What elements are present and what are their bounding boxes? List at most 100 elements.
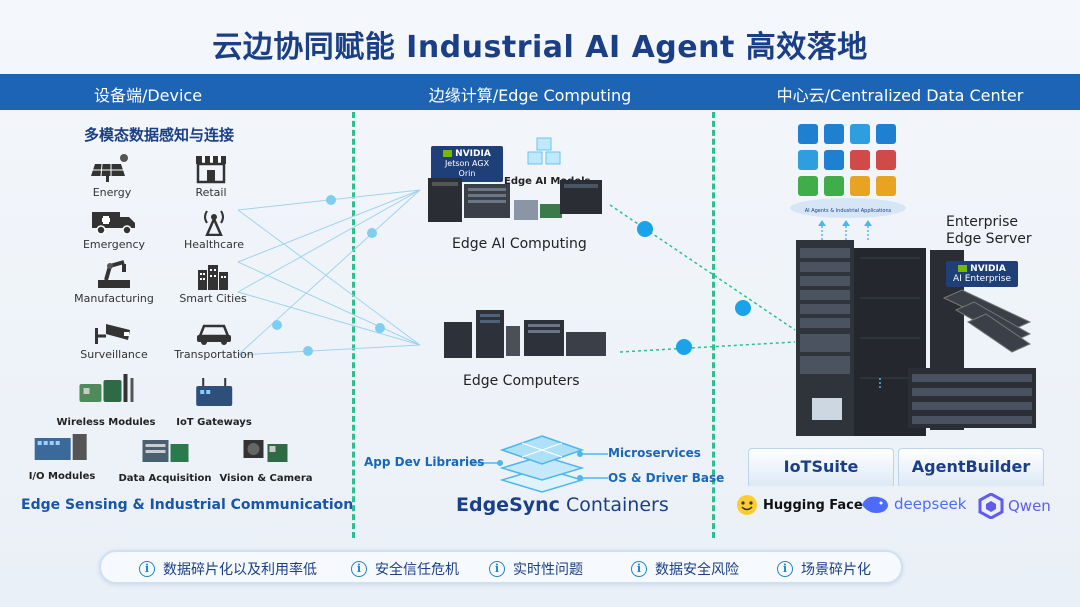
column-header-band: 设备端/Device 边缘计算/Edge Computing 中心云/Centr… xyxy=(0,74,1080,110)
tab-agentbuilder[interactable]: AgentBuilder xyxy=(898,448,1044,486)
category-label: Transportation xyxy=(174,348,254,361)
edgesync-containers-title: EdgeSync Containers xyxy=(456,494,669,516)
issue-item: i 安全信任危机 xyxy=(351,559,459,579)
column-header-edge: 边缘计算/Edge Computing xyxy=(428,86,632,105)
edgesync-brand: EdgeSync xyxy=(456,494,560,516)
cctv-camera-icon xyxy=(95,324,130,344)
edge-computers-label: Edge Computers xyxy=(463,373,580,389)
logo-label: Hugging Face xyxy=(763,497,863,513)
signal-tower-icon xyxy=(204,210,224,236)
qwen-icon xyxy=(978,493,1004,519)
category-manufacturing: Manufacturing xyxy=(64,256,164,305)
logo-hugging-face: Hugging Face xyxy=(735,493,863,517)
category-label: Retail xyxy=(195,186,227,199)
hardware-label: Vision & Camera xyxy=(219,473,313,484)
info-icon: i xyxy=(489,561,505,577)
enterprise-line2: Edge Server xyxy=(946,231,1032,247)
nvidia-jetson-badge: NVIDIA Jetson AGX Orin xyxy=(431,146,503,182)
issue-text: 场景碎片化 xyxy=(801,562,871,578)
edge-ai-hardware-illustration xyxy=(428,178,602,222)
hardware-wireless-modules: Wireless Modules xyxy=(56,374,156,428)
enterprise-edge-server-label: Enterprise Edge Server xyxy=(946,214,1032,248)
category-surveillance: Surveillance xyxy=(64,318,164,361)
category-label: Emergency xyxy=(82,238,146,251)
edge-ai-computing-label: Edge AI Computing xyxy=(452,236,587,252)
category-label: Smart Cities xyxy=(179,292,247,305)
category-label: Healthcare xyxy=(184,238,244,251)
iot-gateway-icon xyxy=(196,378,232,406)
wireless-module-icon xyxy=(79,374,133,402)
car-icon xyxy=(197,324,231,345)
issue-text: 实时性问题 xyxy=(513,562,583,578)
app-dev-libraries-label: App Dev Libraries xyxy=(364,455,485,469)
column-header-cloud: 中心云/Centralized Data Center xyxy=(776,86,1024,105)
badge-product: Jetson AGX Orin xyxy=(444,159,490,178)
issue-item: i 数据碎片化以及利用率低 xyxy=(139,559,317,579)
microservices-label: Microservices xyxy=(608,446,701,460)
info-icon: i xyxy=(777,561,793,577)
hardware-iot-gateways: IoT Gateways xyxy=(176,378,252,428)
tab-iotsuite[interactable]: IoTSuite xyxy=(748,448,894,486)
os-driver-label: OS & Driver Base xyxy=(608,471,725,485)
nvidia-logo-text: NVIDIA xyxy=(952,264,1012,274)
hardware-label: I/O Modules xyxy=(28,471,96,482)
nvidia-ai-enterprise-badge: NVIDIA AI Enterprise xyxy=(946,261,1018,287)
apps-caption: AI Agents & Industrial Applications xyxy=(804,208,892,214)
store-icon xyxy=(196,156,226,184)
category-label: Energy xyxy=(92,186,132,199)
device-subtitle: 多模态数据感知与连接 xyxy=(84,126,235,144)
hardware-data-acquisition: Data Acquisition xyxy=(118,436,212,484)
category-energy: Energy xyxy=(62,152,162,199)
app-tiles-icon xyxy=(790,124,906,218)
issue-item: i 实时性问题 xyxy=(489,559,583,579)
category-retail: Retail xyxy=(161,152,261,199)
column-header-device: 设备端/Device xyxy=(93,86,203,105)
edgesync-connector-lines xyxy=(470,451,608,481)
hugging-face-icon xyxy=(737,495,757,515)
issue-item: i 数据安全风险 xyxy=(631,559,739,579)
issue-text: 数据安全风险 xyxy=(655,562,739,578)
edge-computers-illustration xyxy=(444,310,606,358)
page-title: 云边协同赋能 Industrial AI Agent 高效落地 xyxy=(212,30,868,65)
data-acquisition-icon xyxy=(141,440,188,462)
category-label: Manufacturing xyxy=(74,292,154,305)
hardware-label: Wireless Modules xyxy=(56,417,156,428)
category-emergency: Emergency xyxy=(64,208,164,251)
device-footer: Edge Sensing & Industrial Communication xyxy=(21,497,354,513)
issue-item: i 场景碎片化 xyxy=(777,559,871,579)
container-stack-icon xyxy=(500,435,584,493)
solar-panel-icon xyxy=(91,154,128,182)
category-healthcare: Healthcare xyxy=(164,208,264,251)
hardware-io-modules: I/O Modules xyxy=(28,432,96,482)
hardware-label: IoT Gateways xyxy=(176,417,252,428)
applications-grid: AI Agents & Industrial Applications xyxy=(790,120,906,220)
info-icon: i xyxy=(351,561,367,577)
info-icon: i xyxy=(139,561,155,577)
issue-text: 数据碎片化以及利用率低 xyxy=(163,562,317,578)
category-label: Surveillance xyxy=(80,348,148,361)
issue-text: 安全信任危机 xyxy=(375,562,459,578)
divider-left xyxy=(352,112,355,538)
logo-deepseek: deepseek xyxy=(860,493,966,515)
category-transportation: Transportation xyxy=(164,320,264,361)
ai-models-cubes-icon xyxy=(527,137,561,165)
logo-label: Qwen xyxy=(1008,497,1051,515)
category-smart-cities: Smart Cities xyxy=(163,264,263,305)
badge-product: AI Enterprise xyxy=(953,274,1011,284)
logo-label: deepseek xyxy=(894,495,967,513)
nvidia-logo-text: NVIDIA xyxy=(437,149,497,159)
logo-qwen: Qwen xyxy=(978,493,1051,519)
hardware-label: Data Acquisition xyxy=(118,473,212,484)
issues-bar: i 数据碎片化以及利用率低 i 安全信任危机 i 实时性问题 i 数据安全风险 … xyxy=(99,550,903,584)
truck-icon xyxy=(92,212,135,235)
enterprise-line1: Enterprise xyxy=(946,214,1019,230)
edgesync-suffix: Containers xyxy=(559,494,669,516)
whale-icon xyxy=(862,496,888,513)
info-icon: i xyxy=(631,561,647,577)
hardware-vision-camera: Vision & Camera xyxy=(219,434,313,484)
robot-arm-icon xyxy=(98,260,130,288)
buildings-icon xyxy=(198,265,228,290)
industrial-camera-icon xyxy=(242,440,287,462)
io-module-icon xyxy=(35,434,87,460)
